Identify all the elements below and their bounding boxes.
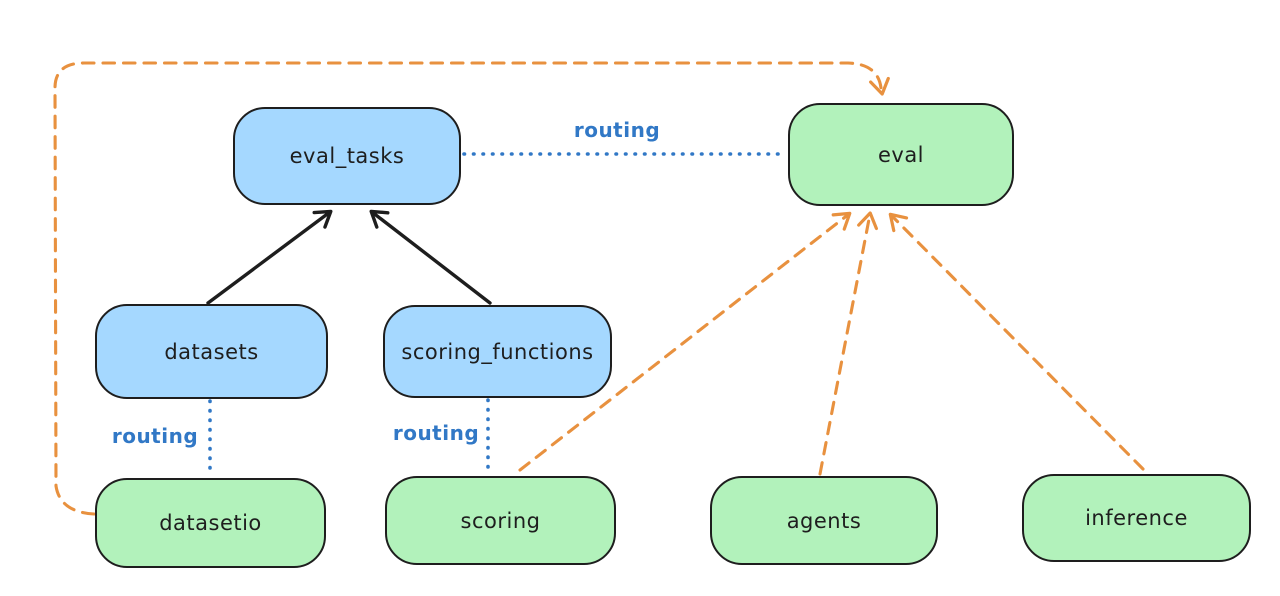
edge-datasets-to-eval-tasks	[206, 209, 333, 305]
node-eval-label: eval	[877, 142, 925, 167]
node-datasetio-label: datasetio	[159, 511, 262, 535]
node-scoring-functions: scoring_functions	[383, 305, 612, 398]
node-eval-tasks-label: eval_tasks	[289, 144, 405, 168]
edge-inference-to-eval	[888, 212, 1145, 471]
node-datasetio: datasetio	[95, 478, 326, 568]
routing-label-scoring-functions-scoring: routing	[392, 421, 480, 445]
node-datasets-label: datasets	[164, 339, 259, 364]
node-scoring: scoring	[385, 476, 616, 565]
node-inference-label: inference	[1085, 506, 1188, 530]
routing-label-datasets-datasetio: routing	[111, 424, 199, 448]
node-agents: agents	[710, 476, 938, 565]
node-eval: eval	[788, 103, 1014, 206]
node-scoring-label: scoring	[460, 508, 541, 533]
edge-agents-to-eval	[818, 211, 878, 476]
node-inference: inference	[1022, 474, 1251, 562]
node-eval-tasks: eval_tasks	[233, 107, 461, 205]
node-scoring-functions-label: scoring_functions	[401, 339, 594, 364]
edge-datasetio-to-eval	[53, 61, 890, 516]
node-agents-label: agents	[786, 508, 862, 533]
routing-label-eval-tasks-eval: routing	[573, 118, 661, 142]
node-datasets: datasets	[95, 304, 328, 399]
edge-scoring-functions-to-eval-tasks	[369, 209, 492, 305]
edge-scoring-to-eval	[518, 211, 852, 472]
